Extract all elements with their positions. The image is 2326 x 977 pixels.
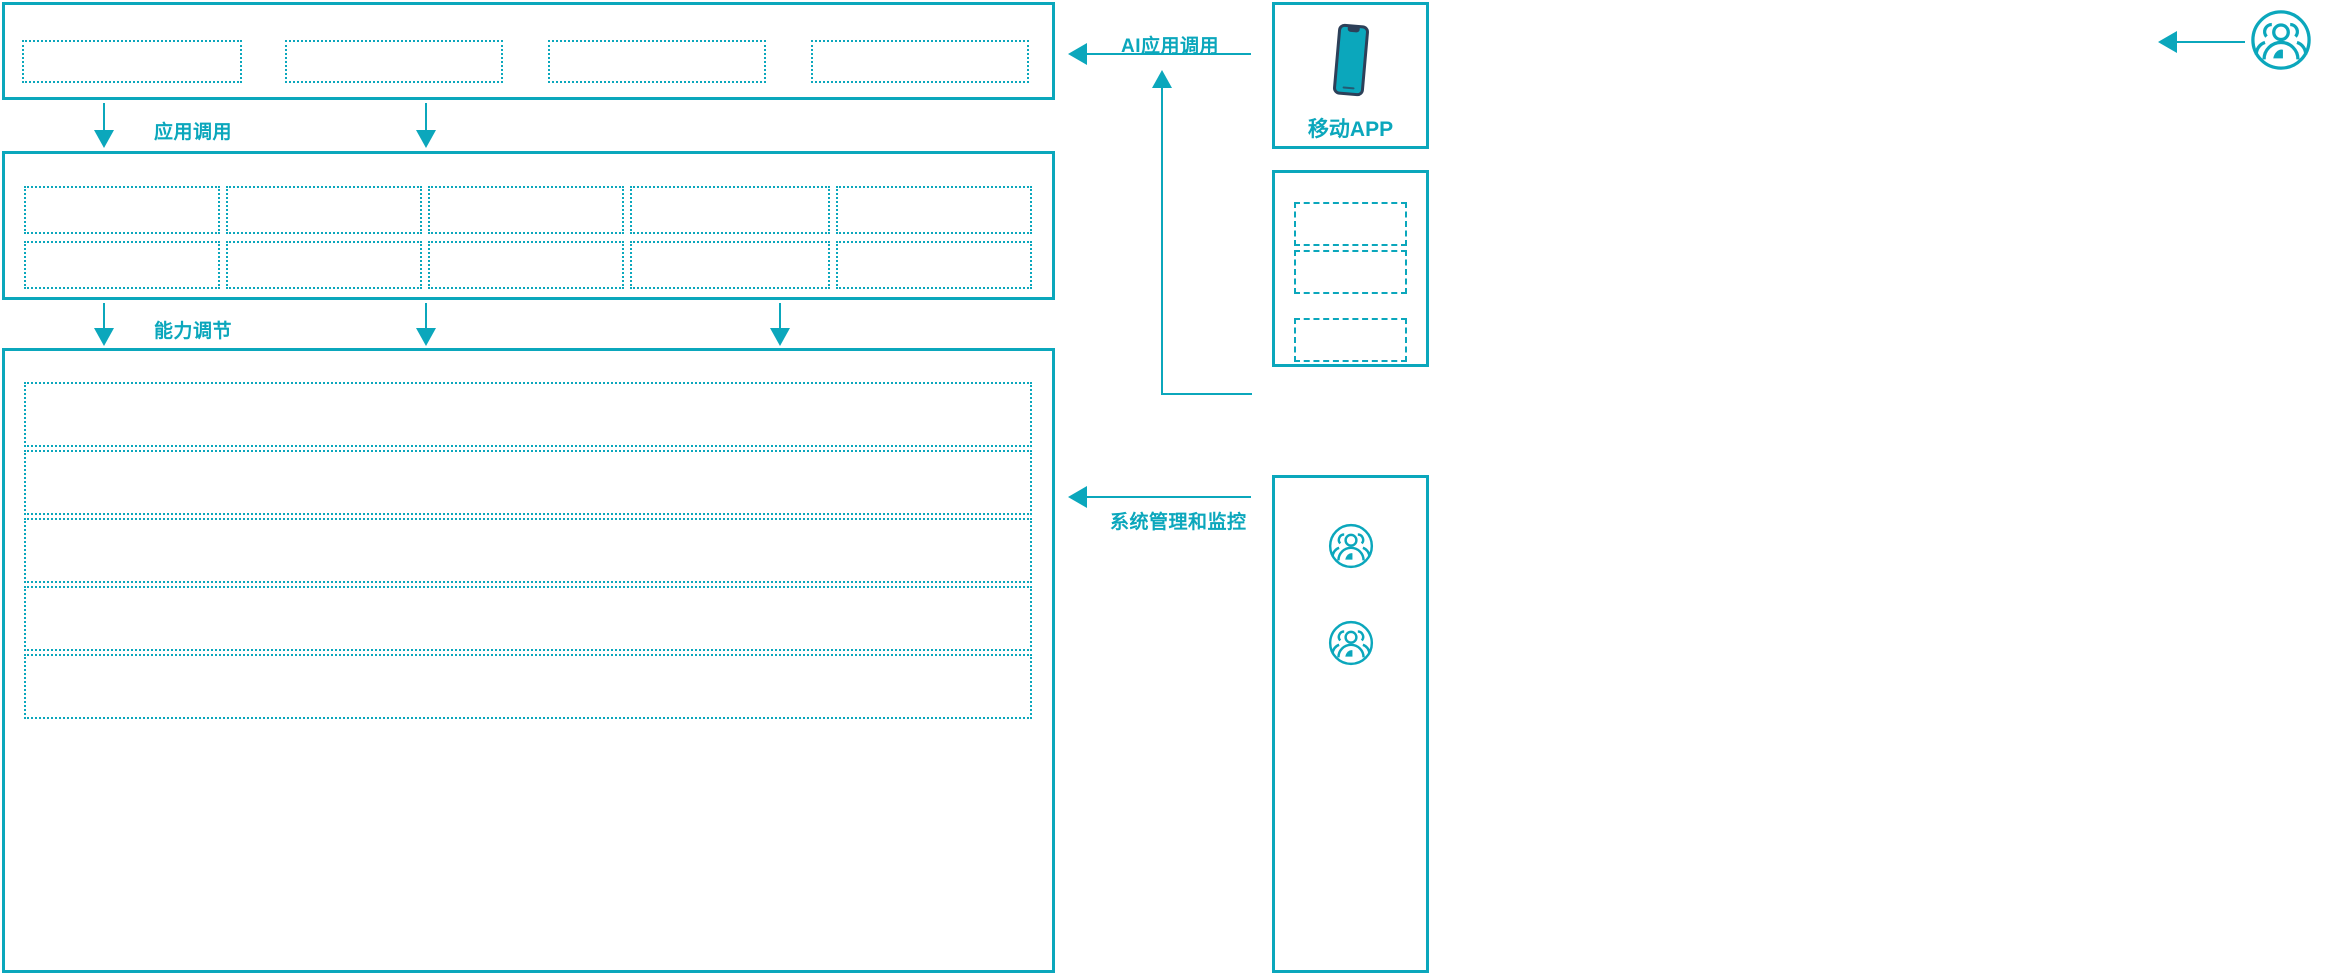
application-layer-container [2,2,1055,100]
flow-label-app-invoke: 应用调用 [154,122,233,143]
infrastructure-row-3[interactable] [24,518,1032,583]
users-group-icon-operations-2 [1328,620,1374,666]
app-invoke-connector-right [425,103,427,145]
mobile-app-panel[interactable]: 移动APP [1272,2,1429,149]
operations-panel[interactable] [1272,475,1429,973]
mobile-phone-icon [1328,23,1374,97]
app-invoke-arrowhead-right [416,130,436,148]
ai-app-invoke-riser-arrowhead [1152,70,1172,88]
application-layer-slot-2[interactable] [285,40,503,83]
channel-panel-slot-3[interactable] [1294,318,1407,362]
capability-tune-connector-1 [103,303,105,343]
infrastructure-layer-container [2,348,1055,973]
capability-tune-connector-2 [425,303,427,343]
end-user-to-mobile-line [2175,41,2245,43]
capability-tune-arrowhead-1 [94,328,114,346]
app-invoke-arrowhead-left [94,130,114,148]
channel-panel-slot-2[interactable] [1294,250,1407,294]
infrastructure-row-1[interactable] [24,382,1032,447]
app-invoke-connector-left [103,103,105,145]
capability-slot-3[interactable] [428,186,624,234]
capability-tune-arrowhead-3 [770,328,790,346]
sys-admin-arrowhead [1068,486,1087,508]
capability-layer-container [2,151,1055,300]
capability-slot-2[interactable] [226,186,422,234]
infrastructure-row-5[interactable] [24,654,1032,719]
channel-panel-slot-1[interactable] [1294,202,1407,246]
capability-slot-6[interactable] [24,241,220,289]
users-group-icon-end-user[interactable] [2250,9,2312,71]
capability-slot-10[interactable] [836,241,1032,289]
end-user-to-mobile-arrowhead [2158,31,2177,53]
ai-app-invoke-arrowhead [1068,43,1087,65]
capability-slot-9[interactable] [630,241,830,289]
capability-slot-1[interactable] [24,186,220,234]
capability-slot-5[interactable] [836,186,1032,234]
ai-app-invoke-riser-line [1161,88,1163,395]
capability-tune-arrowhead-2 [416,328,436,346]
capability-slot-7[interactable] [226,241,422,289]
application-layer-slot-3[interactable] [548,40,766,83]
infrastructure-row-2[interactable] [24,450,1032,515]
capability-tune-connector-3 [779,303,781,343]
ai-app-invoke-riser-foot [1161,393,1252,395]
ai-app-invoke-horizontal-line [1085,53,1251,55]
capability-slot-8[interactable] [428,241,624,289]
sys-admin-line [1085,496,1251,498]
application-layer-slot-4[interactable] [811,40,1029,83]
flow-label-capability-tune: 能力调节 [154,321,233,342]
flow-label-ai-app-invoke: AI应用调用 [1121,36,1220,57]
infrastructure-row-4[interactable] [24,586,1032,651]
mobile-app-panel-caption: 移动APP [1307,118,1394,141]
application-layer-slot-1[interactable] [22,40,242,83]
users-group-icon-operations-1 [1328,523,1374,569]
flow-label-sys-admin: 系统管理和监控 [1110,512,1247,533]
capability-slot-4[interactable] [630,186,830,234]
